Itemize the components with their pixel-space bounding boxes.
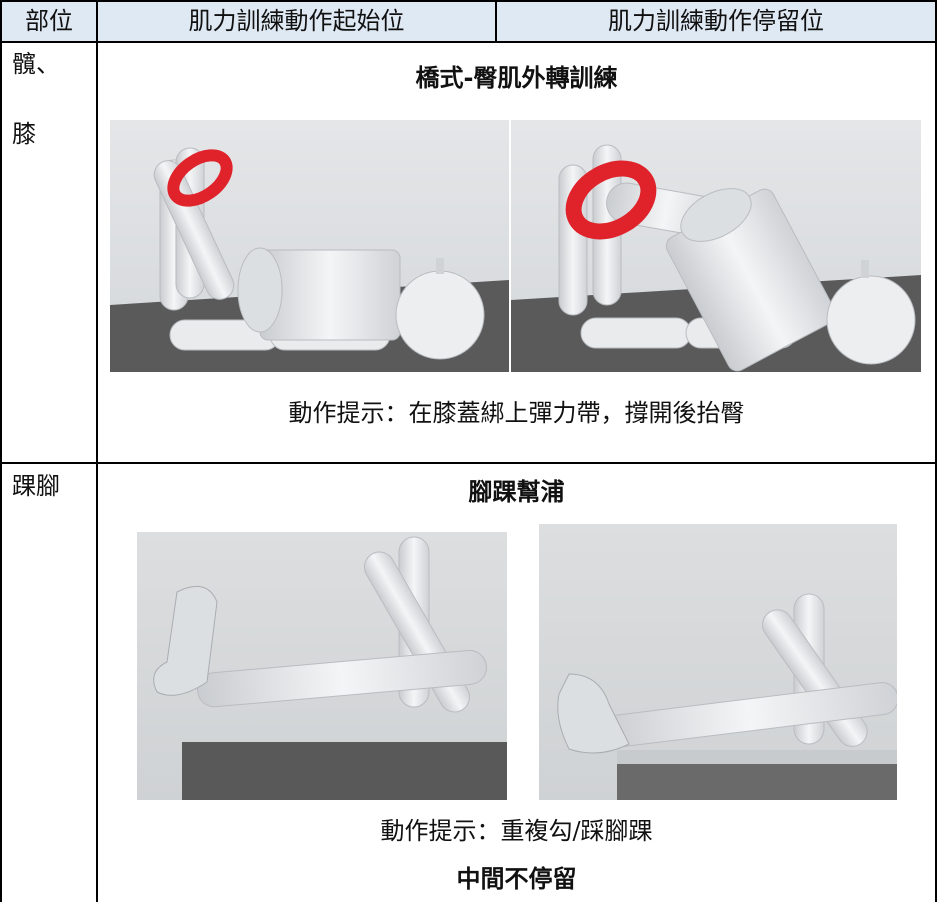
border-header-mid xyxy=(495,0,497,42)
border-left xyxy=(0,0,2,902)
border-row-divider xyxy=(0,462,937,464)
row1-exercise-title: 橋式-臀肌外轉訓練 xyxy=(415,64,618,92)
ankle-start-illustration xyxy=(137,532,507,800)
row1-part-line2: 膝 xyxy=(12,120,36,148)
border-right xyxy=(935,0,937,902)
ankle-hold-illustration xyxy=(539,524,897,800)
bridge-hold-illustration xyxy=(511,120,921,372)
row1-hint: 動作提示：在膝蓋綁上彈力帶，撐開後抬臀 xyxy=(288,399,745,427)
header-start: 肌力訓練動作起始位 xyxy=(188,7,405,35)
border-header-bottom xyxy=(0,41,937,43)
row1-part-line1: 髖、 xyxy=(12,50,60,78)
border-top xyxy=(0,0,937,2)
header-hold: 肌力訓練動作停留位 xyxy=(608,7,824,35)
border-part-col xyxy=(96,0,98,902)
bridge-start-illustration xyxy=(110,120,509,372)
row2-hint: 動作提示：重複勾/踩腳踝 xyxy=(380,817,653,845)
row2-part: 踝腳 xyxy=(12,472,60,500)
row2-hint-extra: 中間不停留 xyxy=(456,865,577,893)
header-row xyxy=(1,1,936,41)
row2-exercise-title: 腳踝幫浦 xyxy=(468,478,565,506)
header-part: 部位 xyxy=(25,7,73,35)
